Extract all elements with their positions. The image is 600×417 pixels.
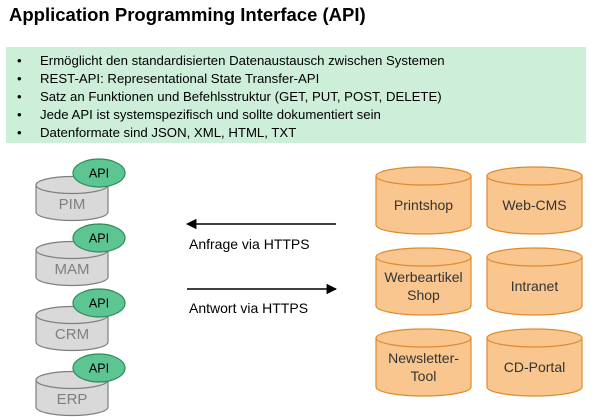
api-badge [72, 223, 126, 253]
system-crm: CRM API [35, 288, 126, 352]
info-box: Ermöglicht den standardisierten Datenaus… [6, 47, 586, 143]
response-label: Antwort via HTTPS [189, 300, 308, 316]
cylinder-top [486, 328, 583, 348]
cylinder-top [486, 247, 583, 267]
page-title: Application Programming Interface (API) [9, 4, 366, 25]
system-erp: ERP API [35, 353, 126, 417]
channel-5: CD-Portal [486, 328, 583, 397]
api-badge-label: API [89, 232, 109, 246]
api-badge [72, 158, 126, 188]
systems-group: PIM API MAM API CRM API ERP API [35, 158, 126, 417]
channel-label: Shop [407, 287, 440, 303]
cylinder-body [375, 175, 472, 235]
channel-0: Printshop [375, 166, 472, 235]
system-label: PIM [59, 196, 86, 213]
channel-label: Tool [411, 368, 437, 384]
arrows-group: Anfrage via HTTPS Antwort via HTTPS [185, 218, 338, 316]
system-pim: PIM API [35, 158, 126, 222]
system-label: MAM [55, 261, 90, 278]
bullet-item: Ermöglicht den standardisierten Datenaus… [17, 52, 586, 70]
api-badge-label: API [89, 297, 109, 311]
cylinder-body [486, 175, 583, 235]
request-label: Anfrage via HTTPS [189, 236, 310, 252]
channel-label: Web-CMS [502, 197, 566, 213]
cylinder-body [35, 314, 109, 352]
channel-4: Newsletter- Tool [375, 328, 472, 397]
bullet-item: REST-API: Representational State Transfe… [17, 70, 586, 88]
bullet-item: Satz an Funktionen und Befehlsstruktur (… [17, 88, 586, 106]
api-badge [72, 288, 126, 318]
api-badge [72, 353, 126, 383]
cylinder-top [375, 166, 472, 186]
system-label: CRM [55, 326, 89, 343]
api-badge-label: API [89, 362, 109, 376]
channel-label: Werbeartikel [384, 269, 462, 285]
bullet-item: Datenformate sind JSON, XML, HTML, TXT [17, 124, 586, 142]
channel-label: Printshop [394, 197, 453, 213]
channel-3: Intranet [486, 247, 583, 316]
channel-label: Newsletter- [388, 350, 459, 366]
cylinder-top [375, 247, 472, 267]
channel-label: CD-Portal [504, 359, 565, 375]
cylinder-body [375, 337, 472, 397]
cylinder-body [486, 256, 583, 316]
bullet-list: Ermöglicht den standardisierten Datenaus… [17, 52, 586, 142]
cylinder-body [375, 256, 472, 316]
channel-label: Intranet [511, 278, 559, 294]
bullet-item: Jede API ist systemspezifisch und sollte… [17, 106, 586, 124]
channel-1: Web-CMS [486, 166, 583, 235]
cylinder-top [486, 166, 583, 186]
cylinder-body [35, 379, 109, 417]
cylinder-body [35, 249, 109, 287]
cylinder-top [375, 328, 472, 348]
cylinder-body [486, 337, 583, 397]
system-label: ERP [57, 391, 88, 408]
cylinder-body [35, 184, 109, 222]
system-mam: MAM API [35, 223, 126, 287]
api-badge-label: API [89, 167, 109, 181]
